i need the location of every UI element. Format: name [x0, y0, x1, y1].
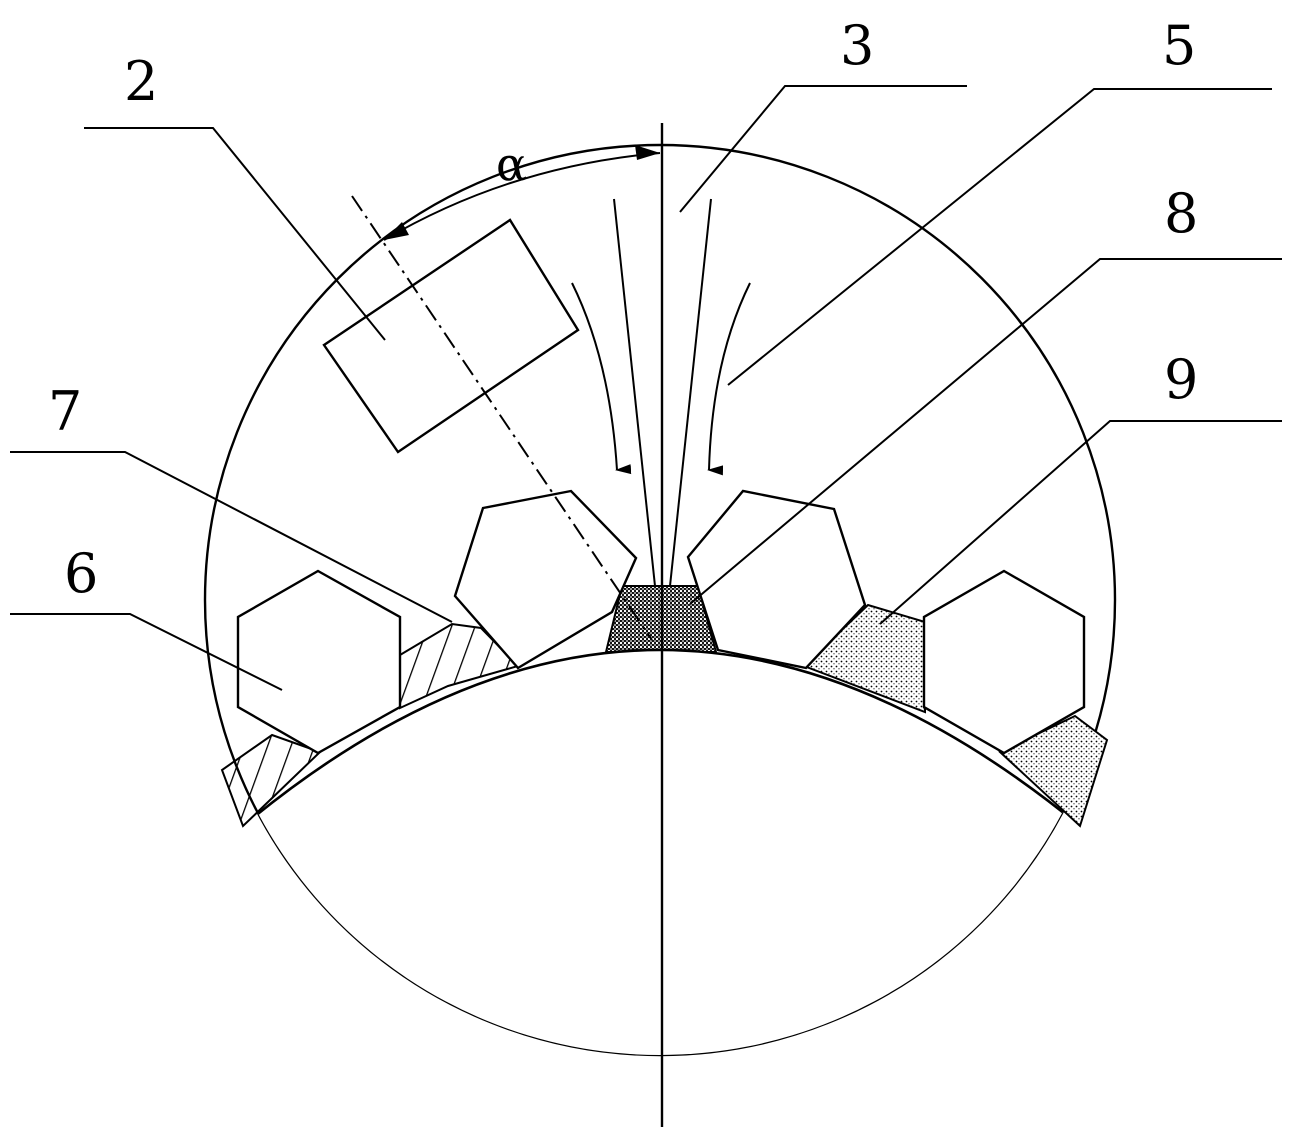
- leader-5: [727, 88, 1272, 386]
- label-3: 3: [840, 14, 874, 77]
- label-8: 8: [1164, 182, 1198, 245]
- label-9: 9: [1164, 348, 1198, 411]
- hexagon-right-inner: [686, 489, 867, 670]
- hexagon-particles: [236, 489, 1086, 755]
- leader-8: [689, 258, 1282, 605]
- leader-9: [879, 420, 1282, 625]
- angle-arc: [383, 152, 661, 241]
- angle-arrow-left: [384, 222, 409, 240]
- tilted-tool-block: [322, 218, 580, 454]
- leader-2: [84, 127, 386, 341]
- angle-arrow-right: [635, 145, 660, 160]
- label-6: 6: [64, 542, 98, 605]
- tool-axis-dashdot: [351, 195, 653, 641]
- hexagon-left-inner: [453, 489, 638, 670]
- flow-arrow-right: [707, 282, 751, 476]
- hexagon-right-outer: [922, 569, 1086, 755]
- label-7: 7: [48, 380, 82, 443]
- label-2: 2: [124, 50, 158, 113]
- leader-6: [10, 613, 283, 691]
- leader-7: [10, 451, 453, 623]
- stippled-fill-region: [802, 603, 1109, 828]
- label-alpha: α: [496, 137, 527, 191]
- leader-lines: [10, 85, 1282, 691]
- label-5: 5: [1162, 14, 1196, 77]
- hexagon-left-outer: [236, 569, 402, 755]
- leader-3: [679, 85, 967, 213]
- beam-lines: [613, 198, 712, 587]
- flow-arrow-left: [571, 282, 632, 475]
